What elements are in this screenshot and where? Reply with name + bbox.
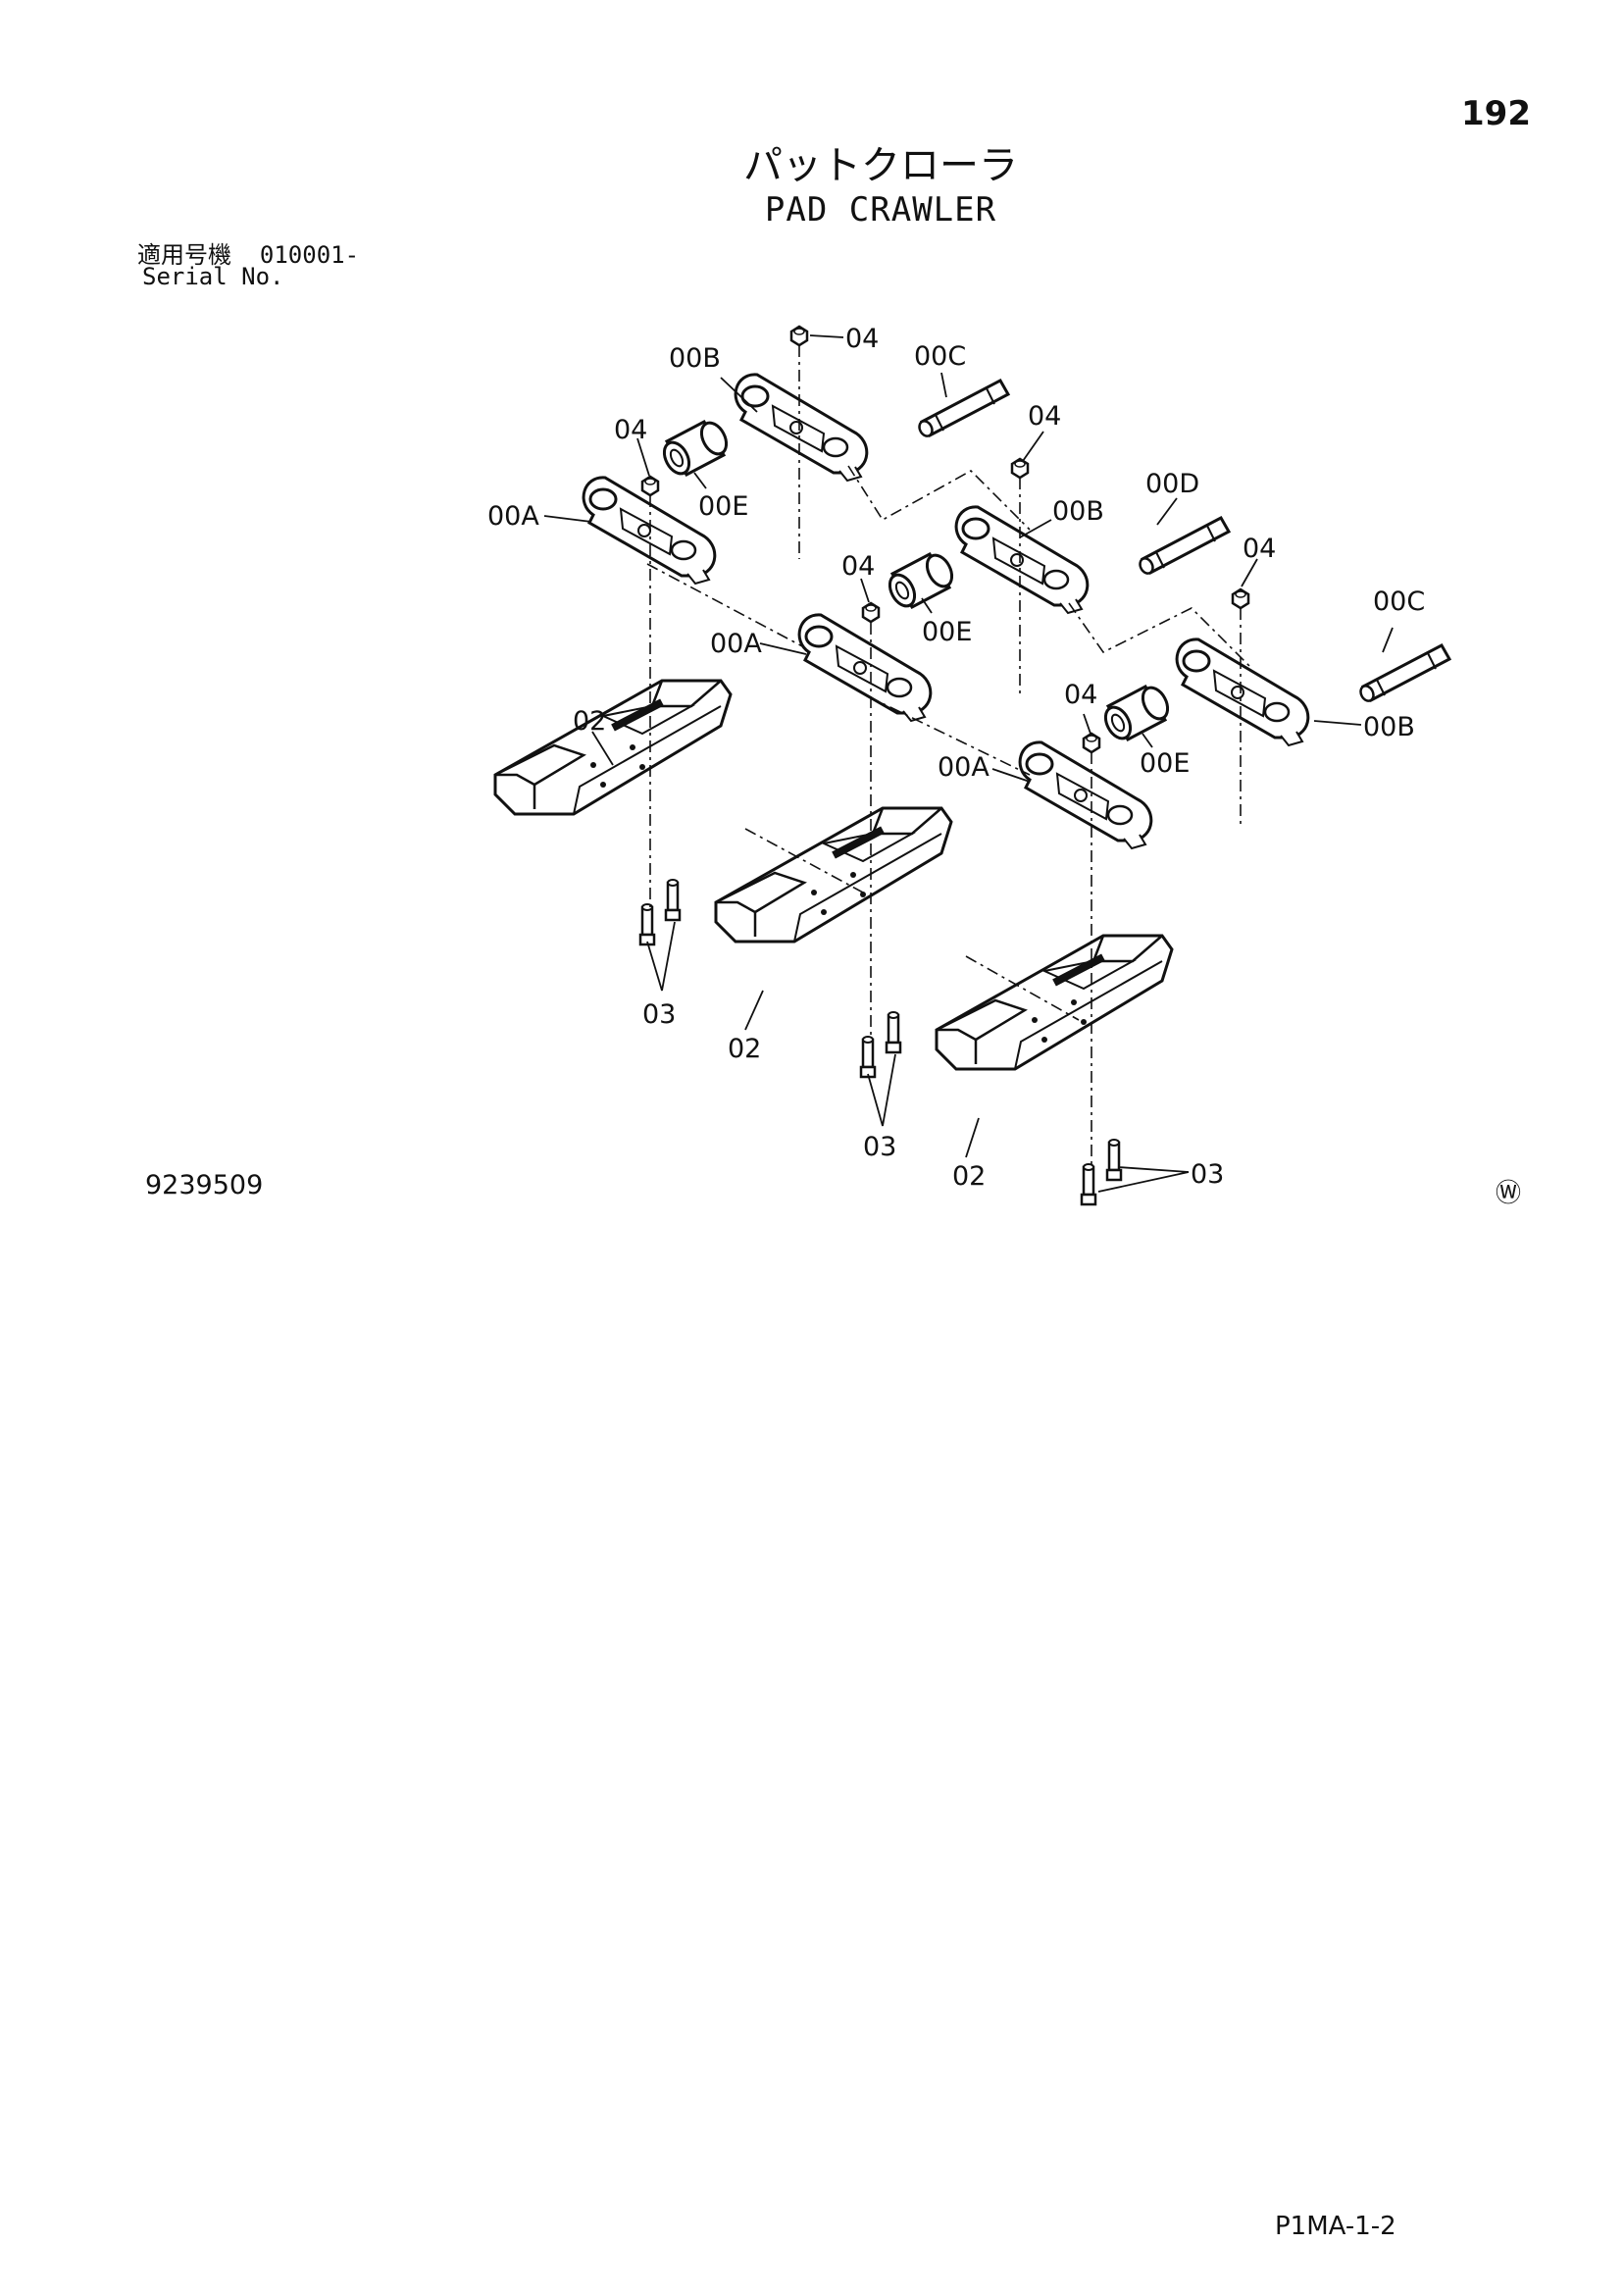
- maker-mark: Ⓦ: [1496, 1179, 1522, 1208]
- track-link-a-3: [1018, 740, 1153, 850]
- callout-00d: 00D: [1145, 469, 1199, 499]
- page-title-japanese: パットクローラ: [743, 143, 1018, 188]
- pin-c-1: [915, 379, 1010, 440]
- pin-d: [1136, 516, 1231, 578]
- bolt-2: [664, 878, 682, 922]
- serial-label-japanese: 適用号機: [137, 241, 231, 269]
- callout-04: 04: [614, 415, 647, 445]
- callout-02: 02: [573, 706, 606, 737]
- callout-04: 04: [1064, 680, 1097, 710]
- assembly-lines: [646, 345, 1251, 1167]
- callout-00a: 00A: [487, 501, 539, 532]
- callout-00b: 00B: [1363, 712, 1415, 742]
- callout-04: 04: [1028, 401, 1061, 432]
- callout-04: 04: [845, 324, 879, 354]
- bolt-1: [638, 902, 656, 946]
- bolt-4: [885, 1010, 902, 1054]
- callout-00a: 00A: [710, 629, 762, 659]
- track-link-a-2: [797, 613, 933, 723]
- page-number: 192: [1461, 94, 1531, 133]
- callout-04: 04: [1243, 534, 1276, 564]
- page-title: PAD CRAWLER: [764, 190, 997, 230]
- callout-03: 03: [642, 999, 676, 1030]
- bolt-5: [1080, 1162, 1097, 1206]
- callout-00b: 00B: [1052, 496, 1104, 527]
- callout-00e: 00E: [922, 617, 972, 647]
- nut-2: [640, 475, 660, 497]
- bolt-6: [1105, 1138, 1123, 1182]
- callout-00a: 00A: [938, 752, 990, 783]
- nut-3: [1010, 457, 1030, 480]
- nut-6: [1082, 732, 1101, 754]
- callout-03: 03: [1191, 1159, 1224, 1190]
- shoe-pad-3: [937, 936, 1172, 1069]
- serial-row: 適用号機 010001-: [137, 235, 359, 270]
- callout-02: 02: [728, 1034, 761, 1064]
- track-link-b-3: [1175, 638, 1310, 747]
- track-link-b-1: [734, 373, 869, 483]
- callout-00e: 00E: [698, 491, 748, 522]
- bolt-3: [859, 1035, 877, 1079]
- figure-number: 9239509: [145, 1170, 264, 1200]
- callout-00b: 00B: [669, 343, 721, 374]
- serial-value: 010001-: [259, 241, 360, 269]
- nut-5: [1231, 587, 1250, 610]
- callout-00c: 00C: [914, 341, 966, 372]
- callout-00e: 00E: [1140, 748, 1190, 779]
- serial-label: Serial No.: [142, 263, 284, 290]
- callout-02: 02: [952, 1161, 986, 1192]
- callout-03: 03: [863, 1132, 896, 1162]
- shoe-pad-1: [495, 681, 731, 814]
- pin-c-2: [1356, 643, 1451, 705]
- callout-04: 04: [841, 551, 875, 582]
- shoe-pad-2: [716, 808, 951, 942]
- callout-00c: 00C: [1373, 587, 1425, 617]
- leader-lines: [543, 334, 1394, 1193]
- bushing-2: [883, 549, 959, 612]
- page-code: P1MA-1-2: [1275, 2212, 1396, 2241]
- nut-1: [789, 325, 809, 347]
- bushing-3: [1098, 682, 1175, 744]
- nut-4: [861, 601, 881, 624]
- bushing-1: [657, 417, 734, 480]
